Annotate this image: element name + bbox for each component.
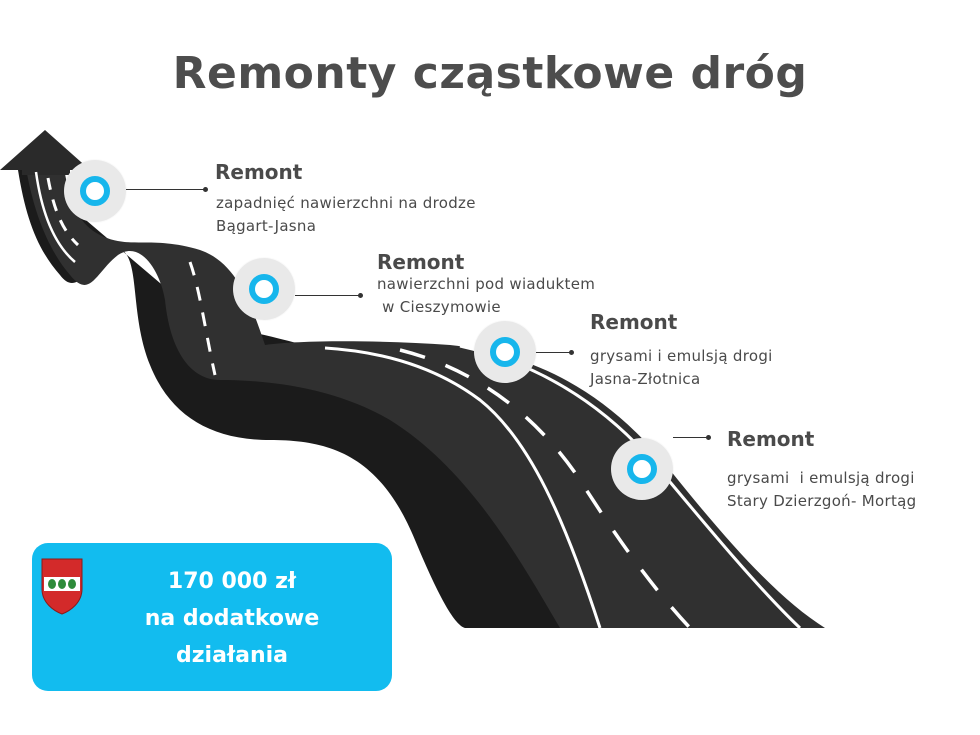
item-heading: Remont: [590, 310, 678, 334]
item-description: zapadnięć nawierzchni na drodze Bągart-J…: [216, 194, 476, 235]
connector-line: [295, 293, 363, 298]
coat-of-arms-icon: [41, 558, 83, 615]
location-marker-icon: [233, 258, 295, 320]
page-title: Remonty cząstkowe dróg: [172, 48, 808, 99]
item-description: grysami i emulsją drogi Stary Dzierzgoń-…: [727, 469, 917, 510]
connector-line: [673, 435, 711, 440]
item-heading: Remont: [377, 250, 465, 274]
location-marker-icon: [611, 438, 673, 500]
item-heading: Remont: [215, 160, 303, 184]
summary-text: 170 000 zł na dodatkowe działania: [112, 563, 352, 674]
summary-box: 170 000 zł na dodatkowe działania: [32, 543, 392, 691]
connector-line: [536, 350, 574, 355]
summary-line: działania: [176, 643, 288, 668]
summary-amount: 170 000 zł: [167, 569, 297, 594]
location-marker-icon: [474, 321, 536, 383]
connector-line: [126, 187, 208, 192]
location-marker-icon: [64, 160, 126, 222]
summary-line: na dodatkowe: [144, 606, 320, 631]
item-description: grysami i emulsją drogi Jasna-Złotnica: [590, 347, 773, 388]
item-heading: Remont: [727, 427, 815, 451]
item-description: nawierzchni pod wiaduktem w Cieszymowie: [377, 275, 596, 316]
